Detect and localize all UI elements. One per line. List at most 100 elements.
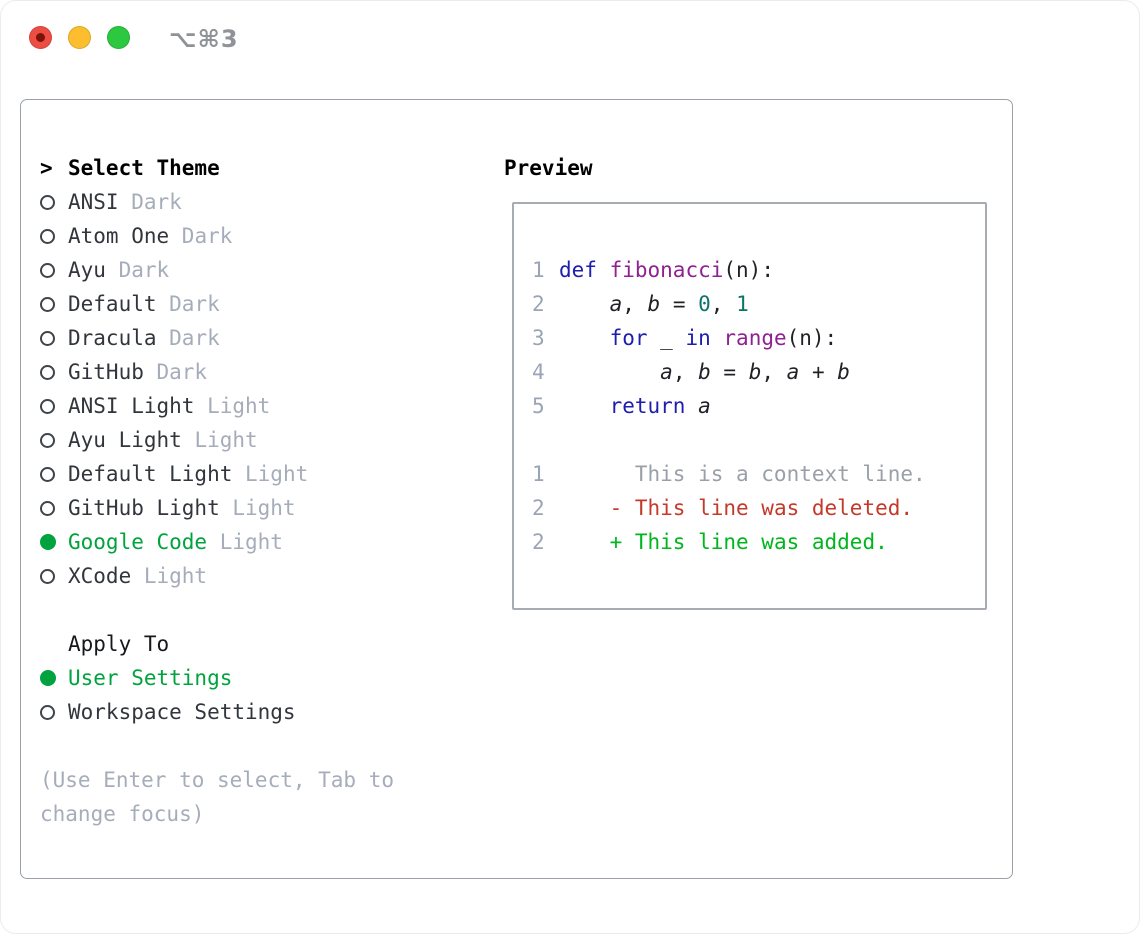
focus-caret-icon: > <box>40 156 53 180</box>
apply-option-user-settings[interactable]: User Settings <box>40 661 464 695</box>
spacer <box>40 593 464 627</box>
line-number: 2 <box>532 530 545 554</box>
spacer <box>40 729 464 763</box>
line-number: 3 <box>532 326 545 350</box>
theme-variant-tag: Light <box>232 462 309 486</box>
preview-line: 5 return a <box>532 389 985 423</box>
window-title: ⌥⌘3 <box>169 25 239 53</box>
line-content: This is a context line. <box>559 462 926 486</box>
radio-icon <box>40 194 55 210</box>
theme-variant-tag: Dark <box>143 360 208 384</box>
line-content: a, b = 0, 1 <box>609 292 749 316</box>
radio-icon <box>40 704 55 720</box>
line-number: 4 <box>532 360 545 384</box>
theme-variant-tag: Dark <box>118 190 182 214</box>
theme-variant-tag: Light <box>131 564 208 588</box>
line-number: 1 <box>532 462 545 486</box>
radio-icon <box>40 398 55 414</box>
preview-line <box>532 559 985 593</box>
radio-icon <box>40 568 55 584</box>
theme-item-ansi-light[interactable]: ANSI Light Light <box>40 389 464 423</box>
theme-variant-tag: Light <box>194 394 271 418</box>
theme-name: Atom One <box>68 224 170 248</box>
preview-line <box>532 423 985 457</box>
theme-name: XCode <box>68 564 132 588</box>
line-content: for _ in range(n): <box>609 326 838 350</box>
line-content: def fibonacci(n): <box>559 258 774 282</box>
select-theme-title: Select Theme <box>68 156 220 180</box>
theme-name: Default <box>68 292 157 316</box>
theme-variant-tag: Dark <box>169 224 233 248</box>
preview-line: 1 def fibonacci(n): <box>532 253 985 287</box>
preview-line: 4 a, b = b, a + b <box>532 355 985 389</box>
line-content: + This line was added. <box>609 530 888 554</box>
theme-item-github-light[interactable]: GitHub Light Light <box>40 491 464 525</box>
theme-name: Ayu <box>68 258 106 282</box>
titlebar: ⌥⌘3 <box>1 1 1139 75</box>
minimize-button[interactable] <box>68 26 91 49</box>
theme-name: ANSI <box>68 190 119 214</box>
preview-line <box>532 219 985 253</box>
apply-option-label: User Settings <box>68 666 233 690</box>
theme-variant-tag: Light <box>219 496 296 520</box>
line-number: 2 <box>532 292 545 316</box>
theme-item-google-code[interactable]: Google Code Light <box>40 525 464 559</box>
preview-line: 2 + This line was added. <box>532 525 985 559</box>
close-button[interactable] <box>29 26 52 49</box>
radio-icon <box>40 364 55 380</box>
zoom-button[interactable] <box>107 26 130 49</box>
radio-icon <box>40 330 55 346</box>
theme-item-github[interactable]: GitHub Dark <box>40 355 464 389</box>
apply-to-title: Apply To <box>68 632 170 656</box>
theme-name: Dracula <box>68 326 157 350</box>
line-number: 5 <box>532 394 545 418</box>
radio-icon <box>40 262 55 278</box>
preview-line: 3 for _ in range(n): <box>532 321 985 355</box>
theme-variant-tag: Dark <box>156 292 220 316</box>
line-number: 1 <box>532 258 545 282</box>
apply-option-label: Workspace Settings <box>68 700 296 724</box>
preview-line: 2 a, b = 0, 1 <box>532 287 985 321</box>
theme-item-atom-one[interactable]: Atom One Dark <box>40 219 464 253</box>
theme-name: Google Code <box>68 530 208 554</box>
apply-option-workspace-settings[interactable]: Workspace Settings <box>40 695 464 729</box>
theme-variant-tag: Light <box>207 530 283 554</box>
theme-item-default[interactable]: Default Dark <box>40 287 464 321</box>
apply-to-header: Apply To <box>40 627 464 661</box>
theme-name: Default Light <box>68 462 233 486</box>
preview-line: 1 This is a context line. <box>532 457 985 491</box>
theme-variant-tag: Dark <box>105 258 170 282</box>
theme-item-xcode[interactable]: XCode Light <box>40 559 464 593</box>
radio-selected-icon <box>40 670 56 686</box>
line-content: a, b = b, a + b <box>660 360 850 384</box>
radio-icon <box>40 228 55 244</box>
line-content: - This line was deleted. <box>609 496 914 520</box>
line-number: 2 <box>532 496 545 520</box>
theme-name: ANSI Light <box>68 394 195 418</box>
theme-item-ayu-light[interactable]: Ayu Light Light <box>40 423 464 457</box>
theme-variant-tag: Light <box>181 428 258 452</box>
theme-name: Ayu Light <box>68 428 182 452</box>
theme-item-ansi[interactable]: ANSI Dark <box>40 185 464 219</box>
preview-line: 2 - This line was deleted. <box>532 491 985 525</box>
radio-icon <box>40 466 55 482</box>
theme-item-default-light[interactable]: Default Light Light <box>40 457 464 491</box>
radio-selected-icon <box>40 534 56 550</box>
line-content: return a <box>609 394 711 418</box>
theme-item-dracula[interactable]: Dracula Dark <box>40 321 464 355</box>
help-text: (Use Enter to select, Tab to change focu… <box>40 768 395 826</box>
theme-name: GitHub <box>68 360 144 384</box>
theme-name: GitHub Light <box>68 496 220 520</box>
radio-icon <box>40 296 55 312</box>
radio-icon <box>40 432 55 448</box>
radio-icon <box>40 500 55 516</box>
select-theme-header: > Select Theme <box>40 151 464 185</box>
theme-item-ayu[interactable]: Ayu Dark <box>40 253 464 287</box>
